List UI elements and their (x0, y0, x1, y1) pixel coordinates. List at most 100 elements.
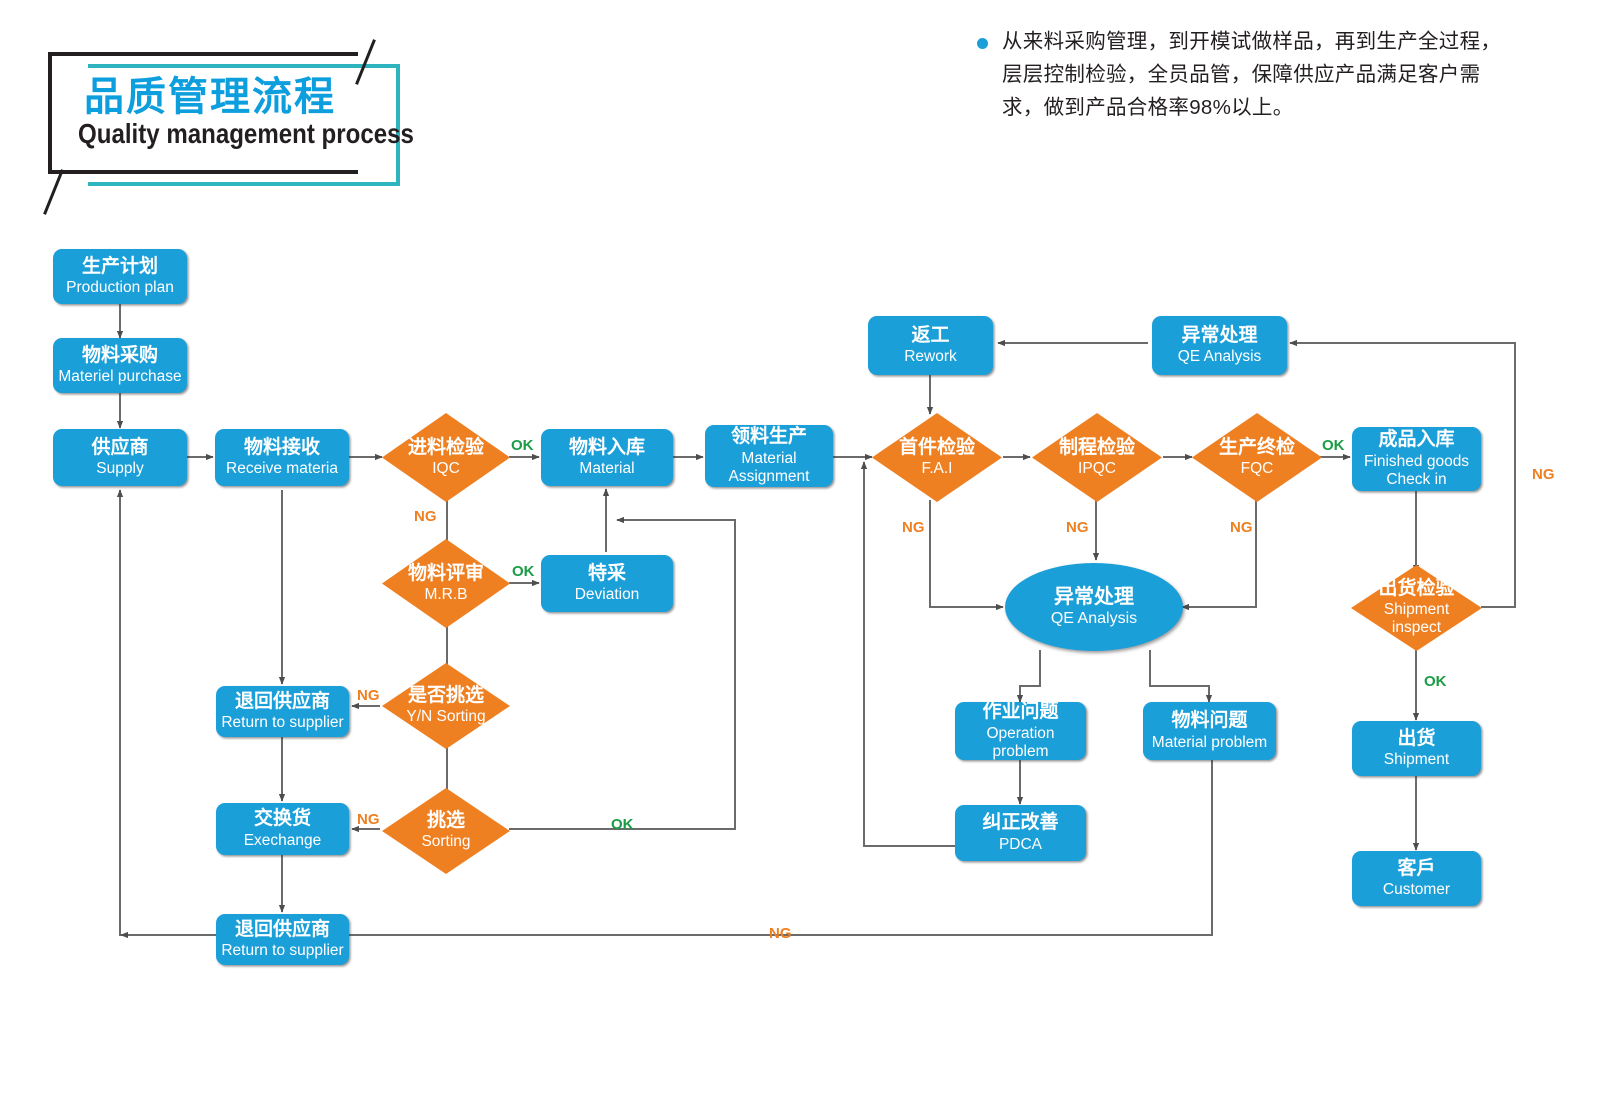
node-label-en: Shipment inspect (1383, 601, 1450, 636)
edge-label-iqc-ng: NG (414, 508, 437, 525)
node-shipment[interactable]: 出货 Shipment (1352, 721, 1481, 776)
node-label-cn: 异常处理 (1054, 585, 1134, 608)
node-label-en: Y/N Sorting (406, 708, 486, 726)
node-customer[interactable]: 客戶 Customer (1352, 851, 1481, 906)
node-exchange[interactable]: 交换货 Exechange (216, 803, 349, 855)
edge-label-yn-ng: NG (357, 687, 380, 704)
node-label-en: QE Analysis (1050, 609, 1138, 627)
node-label-en: Supply (96, 460, 144, 478)
edge-label-sorting-ok: OK (611, 816, 634, 833)
page-title-cn: 品质管理流程 (84, 75, 336, 119)
title-frame-teal (88, 64, 400, 186)
node-label-cn: 物料评审 (407, 562, 484, 584)
node-label-en: PDCA (998, 835, 1043, 853)
title-frame-dark (48, 52, 358, 174)
node-label-en: Receive materia (226, 460, 338, 478)
node-label-en: Material (579, 460, 635, 478)
node-label-cn: 特采 (587, 562, 626, 584)
node-label-en: Production plan (66, 279, 174, 297)
node-qe-analysis-center[interactable]: 异常处理 QE Analysis (1005, 563, 1183, 651)
edge-label-mrb-ok: OK (512, 563, 535, 580)
node-label-cn: 制程检验 (1058, 436, 1135, 458)
node-label-en: IPQC (1078, 459, 1116, 477)
node-label-en: Return to supplier (221, 942, 344, 960)
node-label-en: Materiel purchase (58, 368, 182, 386)
node-deviation[interactable]: 特采 Deviation (541, 555, 673, 612)
node-finished-goods[interactable]: 成品入库 Finished goods Check in (1352, 427, 1481, 491)
node-label-en: IQC (432, 459, 460, 477)
edge-label-iqc-ok: OK (511, 437, 534, 454)
node-mrb[interactable]: 物料评审 M.R.B (382, 539, 510, 628)
node-supply[interactable]: 供应商 Supply (53, 429, 187, 486)
node-fai[interactable]: 首件检验 F.A.I (872, 413, 1002, 502)
node-label-cn: 首件检验 (898, 436, 975, 458)
edge-label-fqc-ng: NG (1230, 519, 1253, 536)
node-rework[interactable]: 返工 Rework (868, 316, 993, 375)
node-material-purchase[interactable]: 物料采购 Materiel purchase (53, 338, 187, 393)
node-ipqc[interactable]: 制程检验 IPQC (1032, 413, 1162, 502)
node-label-cn: 供应商 (91, 436, 149, 458)
node-label-cn: 是否挑选 (407, 685, 484, 707)
node-label-cn: 生产终检 (1218, 436, 1295, 458)
intro-text: 从来料采购管理，到开模试做样品，再到生产全过程，层层控制检验，全员品管，保障供应… (1002, 30, 1502, 119)
node-material-assignment[interactable]: 领料生产 Material Assignment (705, 425, 833, 487)
edge-label-bottom-ng: NG (769, 925, 792, 942)
node-yn-sorting[interactable]: 是否挑选 Y/N Sorting (382, 663, 510, 749)
node-label-cn: 退回供应商 (234, 918, 330, 940)
edge-label-fqc-ok: OK (1322, 437, 1345, 454)
node-label-en: Material Assignment (728, 449, 810, 485)
node-label-cn: 物料入库 (568, 436, 645, 458)
diamond-label: 是否挑选 Y/N Sorting (382, 663, 510, 749)
edge-label-shipment-ng: NG (1532, 466, 1555, 483)
diamond-label: 出货检验 Shipment inspect (1351, 565, 1482, 651)
node-label-en: Deviation (574, 586, 640, 604)
node-iqc[interactable]: 进料检验 IQC (382, 413, 510, 502)
diamond-label: 首件检验 F.A.I (872, 413, 1002, 502)
node-sorting[interactable]: 挑选 Sorting (382, 788, 510, 874)
intro-paragraph: 从来料采购管理，到开模试做样品，再到生产全过程，层层控制检验，全员品管，保障供应… (977, 25, 1507, 124)
node-label-cn: 物料问题 (1171, 710, 1248, 732)
node-label-cn: 成品入库 (1378, 429, 1455, 451)
node-label-en: Operation problem (986, 724, 1055, 760)
node-shipment-inspect[interactable]: 出货检验 Shipment inspect (1351, 565, 1482, 651)
node-material-problem[interactable]: 物料问题 Material problem (1143, 702, 1276, 760)
node-label-en: Finished goods Check in (1363, 452, 1470, 488)
node-label-en: F.A.I (921, 459, 953, 477)
node-fqc[interactable]: 生产终检 FQC (1192, 413, 1322, 502)
node-label-cn: 物料接收 (243, 436, 320, 458)
edge-label-shipment-ok: OK (1424, 673, 1447, 690)
node-label-en: Sorting (421, 833, 471, 851)
node-label-cn: 领料生产 (730, 426, 807, 448)
node-label-cn: 挑选 (426, 810, 465, 832)
node-label-cn: 交换货 (253, 808, 311, 830)
node-return-supplier-1[interactable]: 退回供应商 Return to supplier (216, 686, 349, 737)
node-label-en: Return to supplier (221, 714, 344, 732)
node-pdca[interactable]: 纠正改善 PDCA (955, 805, 1086, 861)
node-label-en: QE Analysis (1177, 348, 1262, 366)
node-receive-material[interactable]: 物料接收 Receive materia (215, 429, 349, 486)
node-label-en: Customer (1382, 881, 1451, 899)
diamond-label: 生产终检 FQC (1192, 413, 1322, 502)
node-label-en: Exechange (243, 831, 322, 849)
node-label-cn: 出货 (1397, 727, 1436, 749)
node-label-cn: 物料采购 (81, 344, 158, 366)
node-qe-analysis-top[interactable]: 异常处理 QE Analysis (1152, 316, 1287, 375)
node-label-en: M.R.B (424, 585, 468, 603)
edge-label-sorting-ng: NG (357, 811, 380, 828)
node-label-en: Rework (904, 348, 957, 366)
node-production-plan[interactable]: 生产计划 Production plan (53, 249, 187, 304)
node-label-cn: 纠正改善 (982, 812, 1059, 834)
node-return-supplier-2[interactable]: 退回供应商 Return to supplier (216, 914, 349, 965)
title-block: 品质管理流程 Quality management process (48, 52, 414, 186)
node-operation-problem[interactable]: 作业问题 Operation problem (955, 701, 1086, 760)
node-label-cn: 进料检验 (407, 436, 484, 458)
node-label-cn: 退回供应商 (234, 690, 330, 712)
diamond-label: 物料评审 M.R.B (382, 539, 510, 628)
diamond-label: 制程检验 IPQC (1032, 413, 1162, 502)
node-material-in[interactable]: 物料入库 Material (541, 429, 673, 486)
node-label-cn: 出货检验 (1378, 578, 1455, 600)
page-title-en: Quality management process (78, 118, 414, 149)
bullet-dot-icon (977, 38, 988, 49)
